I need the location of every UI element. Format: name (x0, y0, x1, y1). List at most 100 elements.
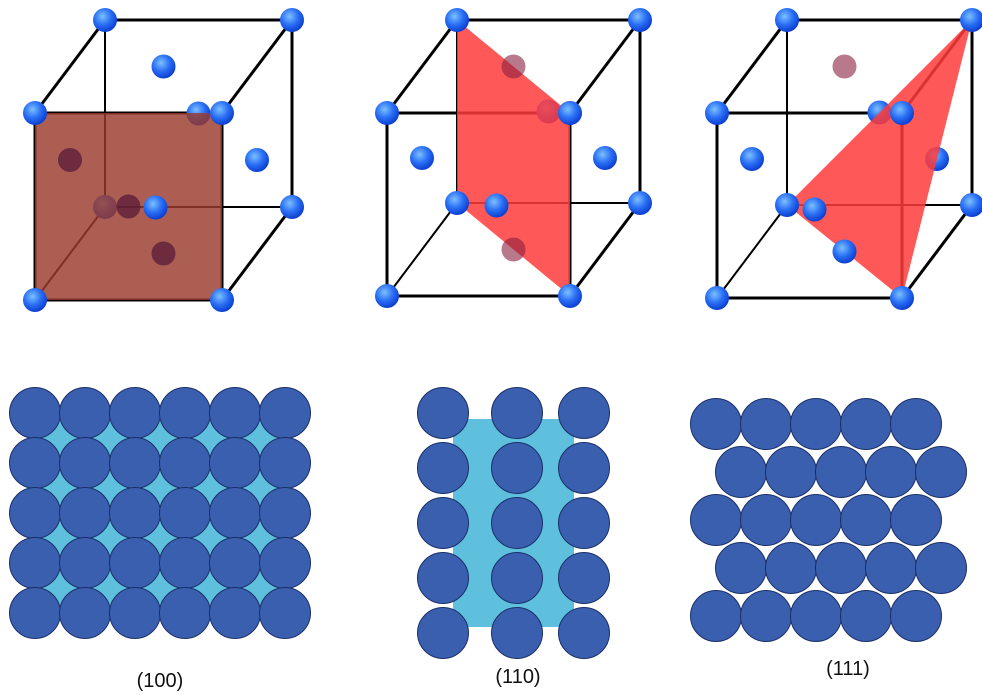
packed-atom (9, 437, 61, 489)
packed-atom (558, 442, 610, 494)
label-111: (111) (826, 658, 870, 680)
packed-atom (259, 387, 311, 439)
corner-atom (890, 101, 914, 125)
face-center-atom (151, 54, 176, 79)
packed-atom (209, 387, 261, 439)
packed-atom (159, 437, 211, 489)
packed-atom (491, 387, 543, 439)
packed-atom (109, 537, 161, 589)
corner-atom (775, 8, 799, 32)
packed-atom (209, 537, 261, 589)
corner-atom (280, 8, 304, 32)
cube-110-plane (375, 8, 652, 308)
packed-atom (109, 587, 161, 639)
packed-atom (9, 537, 61, 589)
embedded-atom (116, 194, 141, 219)
cube-edge (385, 19, 459, 114)
face-center-atom (832, 239, 857, 264)
cube-edge (900, 204, 974, 299)
packed-atom (59, 437, 111, 489)
packed-atom (840, 494, 892, 546)
cube-edge (568, 19, 642, 114)
packed-atom (109, 437, 161, 489)
packing-100-plane (9, 387, 311, 639)
packed-atom (491, 442, 543, 494)
packed-atom (59, 587, 111, 639)
face-center-atom (802, 197, 827, 222)
packed-atom (209, 437, 261, 489)
corner-atom (375, 101, 399, 125)
packed-atom (209, 587, 261, 639)
plane-111 (787, 20, 972, 298)
packed-atom (9, 487, 61, 539)
packed-atom (815, 542, 867, 594)
cube-100-plane (23, 8, 304, 312)
packed-atom (59, 387, 111, 439)
packed-atom (109, 487, 161, 539)
cube-edge (715, 19, 789, 114)
packed-atom (740, 398, 792, 450)
packed-atom (790, 398, 842, 450)
cube-111-plane (705, 8, 982, 310)
packed-atom (890, 398, 942, 450)
packed-atom (815, 446, 867, 498)
face-center-atom (410, 146, 434, 170)
packed-atom (417, 497, 469, 549)
corner-atom (280, 195, 304, 219)
packed-atom (790, 494, 842, 546)
cube-edge (568, 202, 642, 297)
packed-atom (9, 587, 61, 639)
packed-atom (865, 446, 917, 498)
face-center-atom (143, 195, 168, 220)
packed-atom (159, 387, 211, 439)
packed-atom (715, 542, 767, 594)
corner-atom (445, 191, 469, 215)
face-center-atom (484, 193, 509, 218)
packed-atom (417, 442, 469, 494)
packed-atom (558, 607, 610, 659)
packed-atom (491, 552, 543, 604)
face-center-atom (245, 148, 269, 172)
cube-edge (386, 202, 458, 297)
packed-atom (209, 487, 261, 539)
packed-atom (417, 552, 469, 604)
corner-atom (960, 193, 982, 217)
packed-atom (740, 494, 792, 546)
cube-edge (220, 19, 294, 114)
packed-atom (259, 537, 311, 589)
packing-111-plane (690, 398, 967, 642)
packed-atom (890, 590, 942, 642)
cube-edge (220, 206, 294, 301)
packed-atom (765, 542, 817, 594)
packed-atom (159, 587, 211, 639)
packed-atom (690, 494, 742, 546)
packed-atom (740, 590, 792, 642)
corner-atom (93, 8, 117, 32)
packed-atom (915, 542, 967, 594)
packed-atom (840, 590, 892, 642)
packed-atom (890, 494, 942, 546)
label-100: (100) (137, 670, 184, 692)
packed-atom (491, 497, 543, 549)
corner-atom (705, 101, 729, 125)
corner-atom (628, 191, 652, 215)
packed-atom (109, 387, 161, 439)
packed-atom (259, 487, 311, 539)
packed-atom (558, 552, 610, 604)
packed-atom (690, 398, 742, 450)
packed-atom (558, 387, 610, 439)
packed-atom (159, 487, 211, 539)
packed-atom (9, 387, 61, 439)
corner-atom (23, 101, 47, 125)
packed-atom (915, 446, 967, 498)
embedded-atom (832, 54, 857, 79)
packed-atom (491, 607, 543, 659)
packed-atom (840, 398, 892, 450)
corner-atom (705, 286, 729, 310)
corner-atom (558, 284, 582, 308)
plane-110 (457, 20, 570, 296)
corner-atom (628, 8, 652, 32)
embedded-atom (151, 241, 176, 266)
packed-atom (417, 607, 469, 659)
